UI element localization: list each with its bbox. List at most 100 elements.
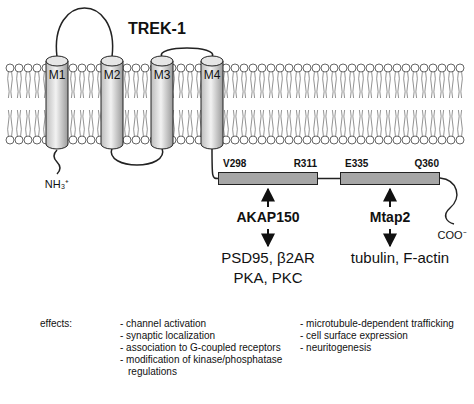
lipid [443, 110, 445, 136]
lipid [443, 72, 445, 98]
lipid [429, 136, 437, 144]
lipid [186, 64, 194, 72]
lipid [6, 136, 14, 144]
peptide-chain [56, 8, 112, 57]
lipid [314, 110, 316, 136]
lipid [422, 110, 424, 136]
lipid [308, 72, 310, 98]
lipid [456, 64, 464, 72]
lipid [294, 136, 302, 144]
lipid [71, 72, 73, 98]
effects-list: - microtubule-dependent trafficking- cel… [300, 318, 468, 354]
lipid [89, 110, 91, 136]
lipid [78, 64, 86, 72]
lipid [267, 136, 275, 144]
lipid [78, 136, 86, 144]
lipid [281, 110, 283, 136]
lipid [143, 110, 145, 136]
lipid [269, 110, 271, 136]
lipid [386, 110, 388, 136]
lipid [134, 72, 136, 98]
lipid [330, 64, 338, 72]
lipid [350, 110, 352, 136]
lipid [186, 136, 194, 144]
lipid [305, 110, 307, 136]
helix-label: M1 [45, 55, 69, 82]
lipid [227, 72, 229, 98]
lipid [267, 64, 275, 72]
lipid [38, 110, 40, 136]
effect-item: - synaptic localization [120, 330, 292, 342]
lipid [44, 72, 46, 98]
lipid [132, 136, 140, 144]
lipid [344, 72, 346, 98]
lipid [137, 72, 139, 98]
lipid [11, 110, 13, 136]
lipid [339, 136, 347, 144]
lipid [83, 72, 85, 98]
lipid [398, 110, 400, 136]
lipid [251, 72, 253, 98]
lipid [123, 136, 131, 144]
lipid [38, 72, 40, 98]
lipid [317, 72, 319, 98]
lipid [402, 136, 410, 144]
lipid [425, 72, 427, 98]
lipid [128, 110, 130, 136]
lipid [24, 64, 32, 72]
lipid [8, 110, 10, 136]
lipid [384, 136, 392, 144]
lipid [407, 72, 409, 98]
lipid [132, 64, 140, 72]
effects-heading: effects: [40, 318, 72, 329]
lipid [87, 64, 95, 72]
lipid [326, 72, 328, 98]
residue-label: Q360 [415, 158, 439, 169]
lipid [420, 136, 428, 144]
lipid [11, 72, 13, 98]
lipid [87, 136, 95, 144]
lipid [146, 110, 148, 136]
transmembrane-helix: M3 [150, 55, 174, 150]
lipid [80, 72, 82, 98]
lipid [125, 110, 127, 136]
lipid [362, 110, 364, 136]
helix-label: M2 [100, 55, 124, 82]
terminus-label: COO⁻ [437, 227, 466, 242]
lipid [438, 64, 446, 72]
lipid [182, 72, 184, 98]
lipid [434, 72, 436, 98]
lipid [249, 64, 257, 72]
lipid [20, 72, 22, 98]
lipid [404, 72, 406, 98]
lipid [362, 72, 364, 98]
lipid [254, 72, 256, 98]
lipid [272, 72, 274, 98]
lipid [330, 136, 338, 144]
lipid [227, 110, 229, 136]
lipid [461, 110, 463, 136]
lipid [26, 110, 28, 136]
lipid [323, 72, 325, 98]
lipid [249, 136, 257, 144]
lipid [89, 72, 91, 98]
lipid [456, 136, 464, 144]
arrow-up [389, 189, 391, 207]
lipid [240, 64, 248, 72]
lipid [287, 110, 289, 136]
lipid [368, 110, 370, 136]
lipid [285, 136, 293, 144]
arrow-up [267, 189, 269, 207]
lipid [321, 64, 329, 72]
lipid [312, 136, 320, 144]
lipid [368, 72, 370, 98]
partner-name: AKAP150 [236, 209, 299, 225]
lipid [366, 136, 374, 144]
lipid [371, 72, 373, 98]
lipid [29, 110, 31, 136]
lipid [242, 110, 244, 136]
binding-segment: E335Q360 [340, 172, 440, 185]
lipid [294, 64, 302, 72]
lipid [128, 72, 130, 98]
lipid [339, 64, 347, 72]
